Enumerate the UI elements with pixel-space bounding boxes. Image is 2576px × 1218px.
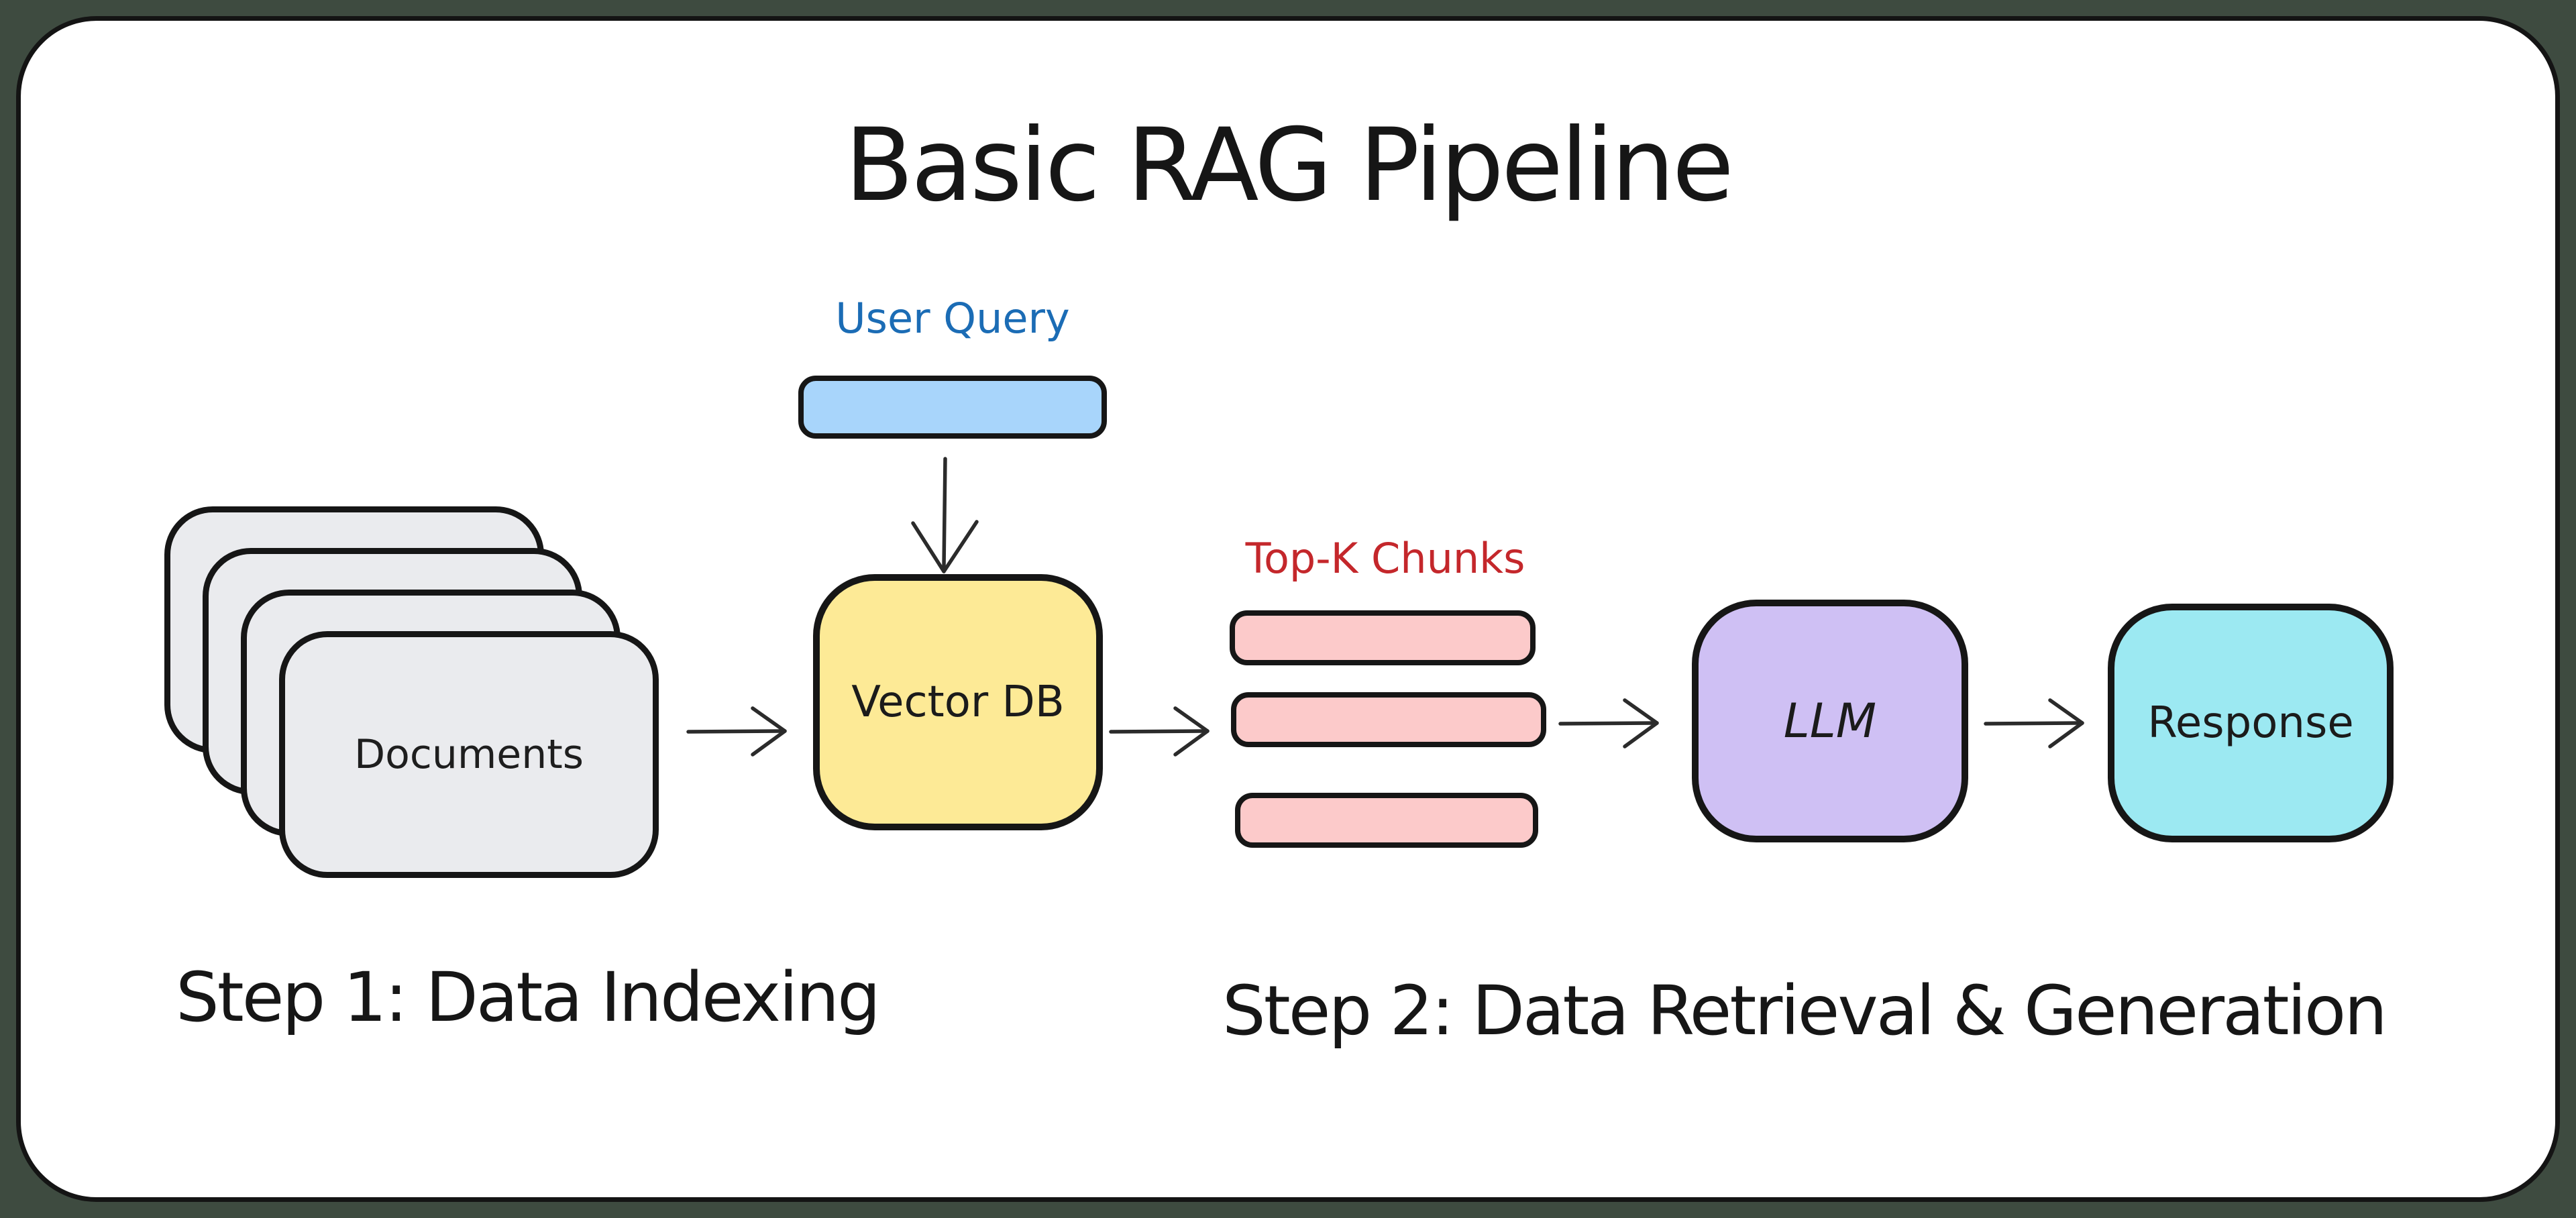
chunk-bar xyxy=(1230,610,1536,665)
chunk-bar xyxy=(1231,692,1546,747)
documents-node: Documents xyxy=(164,506,664,885)
arrow-user-query-to-vector-db xyxy=(911,457,979,573)
llm-label: LLM xyxy=(1783,694,1877,749)
vector-db-node: Vector DB xyxy=(813,574,1103,830)
step-2-caption: Step 2: Data Retrieval & Generation xyxy=(1222,971,2387,1051)
vector-db-label: Vector DB xyxy=(851,677,1065,727)
step-1-caption: Step 1: Data Indexing xyxy=(176,958,881,1038)
user-query-label: User Query xyxy=(835,294,1070,343)
arrow-chunks-to-llm xyxy=(1558,698,1659,749)
response-node: Response xyxy=(2108,604,2394,842)
llm-node: LLM xyxy=(1692,600,1968,842)
diagram-title: Basic RAG Pipeline xyxy=(845,107,1734,224)
document-card-front: Documents xyxy=(279,631,659,878)
arrow-llm-to-response xyxy=(1984,698,2084,749)
user-query-node xyxy=(798,376,1107,439)
top-k-chunks-label: Top-K Chunks xyxy=(1245,534,1525,583)
arrow-documents-to-vector-db xyxy=(686,706,787,757)
response-label: Response xyxy=(2147,698,2354,748)
documents-label: Documents xyxy=(354,731,584,778)
arrow-vector-db-to-chunks xyxy=(1109,706,1210,757)
chunk-bar xyxy=(1235,793,1538,848)
